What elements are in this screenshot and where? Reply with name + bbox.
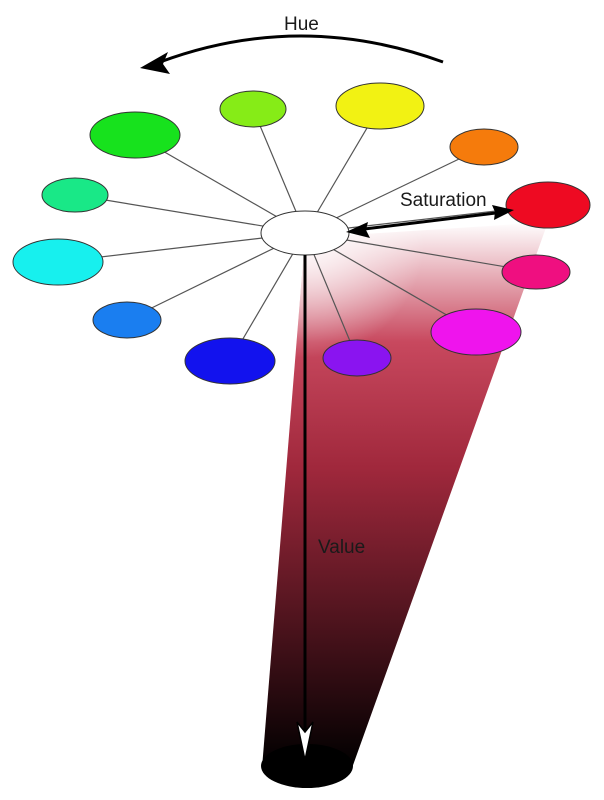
saturation-label: Saturation [400, 190, 487, 211]
saturation-arrow [346, 205, 514, 238]
hue-swatch-spring-green [41, 177, 109, 213]
hue-arrow-curve [159, 34, 444, 64]
saturation-arrow-head-right [492, 205, 514, 220]
hue-swatch-cyan [12, 238, 104, 286]
hue-swatch-yellow [335, 82, 425, 130]
saturation-arrow-line [355, 210, 505, 232]
hue-arrow [140, 34, 444, 74]
hue-label: Hue [284, 14, 319, 35]
hue-swatch-green [89, 111, 181, 159]
hue-swatch-blue [184, 337, 276, 385]
hue-swatch-magenta [430, 308, 522, 356]
hue-swatch-rose [501, 254, 571, 290]
value-arrow [296, 255, 314, 761]
saturation-arrow-head-left [346, 222, 370, 238]
hue-swatch-yellow-green [219, 90, 287, 128]
hue-arrow-head [140, 52, 170, 74]
value-label: Value [318, 537, 365, 558]
hue-swatch-violet [322, 339, 392, 377]
hue-swatch-red [505, 181, 591, 229]
hue-swatch-azure [92, 301, 162, 339]
wheel-center [260, 210, 350, 256]
hue-swatch-orange [449, 128, 519, 166]
value-cone-base [261, 744, 353, 788]
value-arrow-head [296, 721, 314, 761]
hue-wheel-swatches [12, 82, 591, 385]
